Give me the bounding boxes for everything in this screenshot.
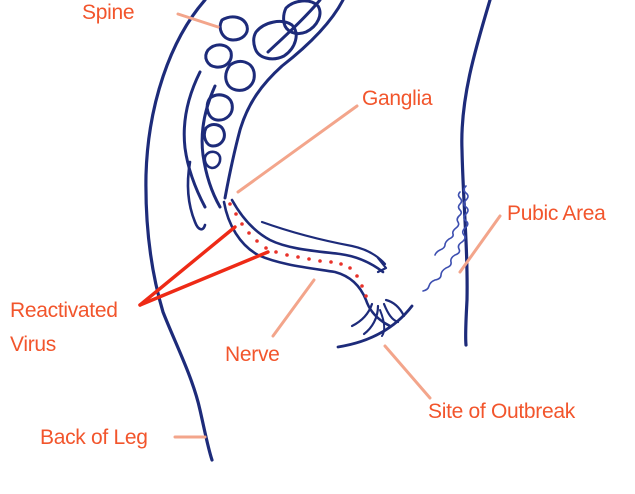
pubic-area-leader	[458, 214, 502, 274]
label-nerve: Nerve	[225, 343, 280, 366]
nerve-ending-1	[350, 302, 374, 328]
vertebra-5	[224, 60, 256, 92]
nerve	[222, 198, 392, 328]
label-ganglia: Ganglia	[362, 87, 433, 110]
virus-dot	[360, 284, 364, 288]
virus-dot	[339, 262, 343, 266]
front-contour	[460, 0, 492, 347]
nerve-leader	[271, 278, 316, 338]
nerve-branch	[260, 220, 387, 266]
label-virus: Virus	[10, 333, 56, 356]
nerve-arrow	[376, 256, 388, 274]
ganglia-leader	[236, 104, 359, 194]
spine	[182, 0, 345, 231]
vertebra-8	[203, 150, 222, 170]
vertebra-1	[218, 15, 249, 42]
outbreak-site	[350, 298, 406, 337]
vertebra-3	[252, 20, 298, 61]
leader-lines	[173, 12, 502, 439]
spinal-column-outer	[223, 0, 345, 200]
spine-leader	[176, 12, 220, 29]
nerve-lower-edge	[222, 200, 392, 328]
pubic-hair-curls	[422, 185, 469, 292]
label-reactivated: Reactivated	[10, 299, 118, 322]
body-outline	[144, 0, 492, 462]
tailbone	[186, 160, 207, 231]
vertebra-2	[204, 43, 233, 69]
virus-pointers	[138, 225, 270, 307]
labels: Spine Ganglia Pubic Area Reactivated Vir…	[10, 1, 606, 449]
label-pubic-area: Pubic Area	[507, 202, 606, 225]
virus-dot	[240, 222, 244, 226]
virus-dot	[274, 250, 278, 254]
virus-dot	[307, 257, 311, 261]
vertebra-4	[282, 0, 322, 36]
virus-dot	[355, 274, 359, 278]
vertebra-7	[202, 123, 226, 148]
virus-dot	[264, 246, 268, 250]
vertebra-6	[205, 93, 234, 122]
virus-pointer-2	[138, 250, 270, 307]
nerve-upper-edge	[230, 198, 385, 274]
back-contour	[144, 0, 214, 462]
virus-dot	[296, 255, 300, 259]
pubic-hair	[422, 185, 469, 292]
virus-dot	[348, 266, 352, 270]
virus-particles	[228, 202, 368, 298]
nerve-ending-2	[362, 304, 380, 336]
virus-dot	[255, 239, 259, 243]
virus-dot	[285, 253, 289, 257]
label-back-of-leg: Back of Leg	[40, 426, 148, 449]
label-site-of-outbreak: Site of Outbreak	[428, 400, 576, 423]
sacrum-line-1	[182, 70, 207, 209]
virus-dot	[228, 202, 232, 206]
outbreak-leader	[383, 344, 432, 400]
virus-dot	[247, 231, 251, 235]
virus-dot	[234, 212, 238, 216]
virus-dot	[364, 294, 368, 298]
virus-pointer-1	[138, 225, 237, 307]
virus-dot	[318, 259, 322, 263]
nerve-ending-4	[384, 298, 406, 318]
perineum-curve	[336, 304, 414, 349]
nerve-ending-5	[379, 309, 386, 337]
label-spine: Spine	[82, 1, 134, 24]
nerve-ending-3	[382, 302, 400, 324]
virus-dot	[329, 260, 333, 264]
pubic-hair-curls-2	[434, 191, 463, 256]
